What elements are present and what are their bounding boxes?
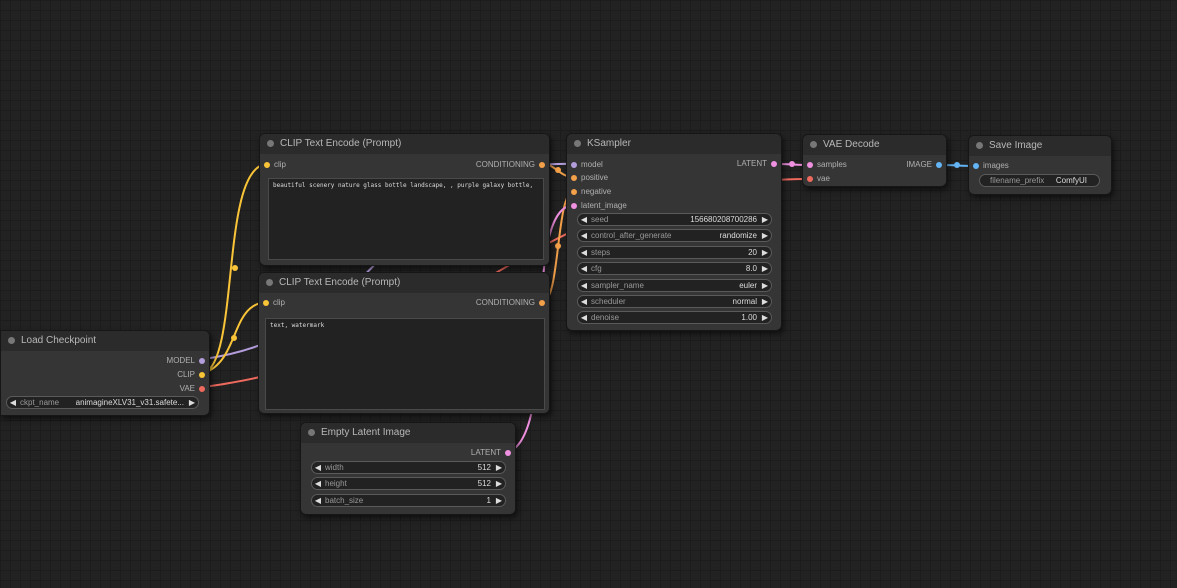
arrow-right-icon[interactable]: ▶ [495, 496, 503, 505]
vae-decode-node[interactable]: VAE Decode samples vae IMAGE [802, 134, 947, 187]
scheduler-combo[interactable]: ◀ scheduler normal ▶ [577, 295, 772, 308]
arrow-left-icon[interactable]: ◀ [314, 496, 322, 505]
output-slot-latent[interactable]: LATENT [471, 448, 511, 458]
arrow-right-icon[interactable]: ▶ [495, 463, 503, 472]
arrow-right-icon[interactable]: ▶ [761, 215, 769, 224]
arrow-right-icon[interactable]: ▶ [761, 297, 769, 306]
filename-prefix-input[interactable]: filename_prefix ComfyUI [979, 174, 1100, 187]
model-pin-icon[interactable] [199, 357, 205, 364]
node-title[interactable]: CLIP Text Encode (Prompt) [260, 134, 549, 154]
output-slot-image[interactable]: IMAGE [906, 160, 942, 170]
collapse-dot-icon[interactable] [976, 142, 983, 149]
arrow-left-icon[interactable]: ◀ [580, 297, 588, 306]
vae-pin-icon[interactable] [807, 175, 813, 182]
save-image-node[interactable]: Save Image images filename_prefix ComfyU… [968, 135, 1112, 195]
ksampler-node[interactable]: KSampler model positive negative latent_… [566, 133, 782, 331]
load-checkpoint-node[interactable]: Load Checkpoint MODEL CLIP VAE ◀ ckpt_na… [0, 330, 210, 416]
arrow-left-icon[interactable]: ◀ [580, 215, 588, 224]
node-title[interactable]: CLIP Text Encode (Prompt) [259, 273, 549, 293]
latent-pin-icon[interactable] [571, 202, 577, 209]
steps-number-widget[interactable]: ◀ steps 20 ▶ [577, 246, 772, 259]
conditioning-pin-icon[interactable] [539, 161, 545, 168]
denoise-number-widget[interactable]: ◀ denoise 1.00 ▶ [577, 311, 772, 324]
clip-pin-icon[interactable] [264, 161, 270, 168]
input-slot-images[interactable]: images [973, 161, 1009, 171]
clip-pin-icon[interactable] [263, 299, 269, 306]
empty-latent-image-node[interactable]: Empty Latent Image LATENT ◀ width 512 ▶ … [300, 422, 516, 515]
arrow-left-icon[interactable]: ◀ [580, 248, 588, 257]
collapse-dot-icon[interactable] [8, 337, 15, 344]
input-slot-positive[interactable]: positive [571, 173, 608, 183]
model-pin-icon[interactable] [571, 161, 577, 168]
output-slot-conditioning[interactable]: CONDITIONING [476, 160, 545, 170]
output-slot-model[interactable]: MODEL [167, 356, 205, 366]
batch-size-number-widget[interactable]: ◀ batch_size 1 ▶ [311, 494, 506, 507]
node-title[interactable]: Empty Latent Image [301, 423, 515, 443]
prompt-textarea[interactable]: beautiful scenery nature glass bottle la… [268, 178, 544, 260]
collapse-dot-icon[interactable] [574, 140, 581, 147]
vae-pin-icon[interactable] [199, 385, 205, 392]
input-slot-samples[interactable]: samples [807, 160, 847, 170]
width-number-widget[interactable]: ◀ width 512 ▶ [311, 461, 506, 474]
output-slot-conditioning[interactable]: CONDITIONING [476, 298, 545, 308]
sampler-name-combo[interactable]: ◀ sampler_name euler ▶ [577, 279, 772, 292]
node-title[interactable]: KSampler [567, 134, 781, 154]
conditioning-pin-icon[interactable] [571, 188, 577, 195]
arrow-right-icon[interactable]: ▶ [495, 479, 503, 488]
clip-text-encode-negative-node[interactable]: CLIP Text Encode (Prompt) clip CONDITION… [258, 272, 550, 414]
arrow-left-icon[interactable]: ◀ [580, 231, 588, 240]
wire-clip-positive [203, 163, 268, 374]
collapse-dot-icon[interactable] [267, 140, 274, 147]
image-pin-icon[interactable] [973, 162, 979, 169]
wire-clip-negative [203, 301, 267, 374]
prompt-textarea[interactable]: text, watermark [265, 318, 545, 410]
clip-text-encode-positive-node[interactable]: CLIP Text Encode (Prompt) clip CONDITION… [259, 133, 550, 266]
clip-pin-icon[interactable] [199, 371, 205, 378]
latent-pin-icon[interactable] [807, 161, 813, 168]
input-slot-vae[interactable]: vae [807, 174, 830, 184]
arrow-left-icon[interactable]: ◀ [314, 479, 322, 488]
arrow-right-icon[interactable]: ▶ [761, 264, 769, 273]
control-after-generate-combo[interactable]: ◀ control_after_generate randomize ▶ [577, 229, 772, 242]
seed-number-widget[interactable]: ◀ seed 156680208700286 ▶ [577, 213, 772, 226]
cfg-number-widget[interactable]: ◀ cfg 8.0 ▶ [577, 262, 772, 275]
arrow-right-icon[interactable]: ▶ [761, 281, 769, 290]
collapse-dot-icon[interactable] [810, 141, 817, 148]
collapse-dot-icon[interactable] [308, 429, 315, 436]
image-pin-icon[interactable] [936, 161, 942, 168]
arrow-right-icon[interactable]: ▶ [188, 398, 196, 407]
input-slot-clip[interactable]: clip [264, 160, 286, 170]
arrow-right-icon[interactable]: ▶ [761, 231, 769, 240]
ckpt-name-combo[interactable]: ◀ ckpt_name animagineXLV31_v31.safete...… [6, 396, 199, 409]
collapse-dot-icon[interactable] [266, 279, 273, 286]
latent-pin-icon[interactable] [505, 449, 511, 456]
latent-pin-icon[interactable] [771, 160, 777, 167]
input-slot-clip[interactable]: clip [263, 298, 285, 308]
output-slot-vae[interactable]: VAE [180, 384, 205, 394]
arrow-right-icon[interactable]: ▶ [761, 248, 769, 257]
output-slot-clip[interactable]: CLIP [177, 370, 205, 380]
node-title[interactable]: Load Checkpoint [1, 331, 209, 351]
arrow-left-icon[interactable]: ◀ [580, 264, 588, 273]
input-slot-negative[interactable]: negative [571, 187, 611, 197]
height-number-widget[interactable]: ◀ height 512 ▶ [311, 477, 506, 490]
arrow-left-icon[interactable]: ◀ [314, 463, 322, 472]
conditioning-pin-icon[interactable] [571, 174, 577, 181]
input-slot-latent-image[interactable]: latent_image [571, 201, 627, 211]
input-slot-model[interactable]: model [571, 160, 603, 170]
output-slot-latent[interactable]: LATENT [737, 159, 777, 169]
arrow-right-icon[interactable]: ▶ [761, 313, 769, 322]
node-title[interactable]: VAE Decode [803, 135, 946, 155]
node-title[interactable]: Save Image [969, 136, 1111, 156]
arrow-left-icon[interactable]: ◀ [580, 281, 588, 290]
conditioning-pin-icon[interactable] [539, 299, 545, 306]
arrow-left-icon[interactable]: ◀ [9, 398, 17, 407]
arrow-left-icon[interactable]: ◀ [580, 313, 588, 322]
